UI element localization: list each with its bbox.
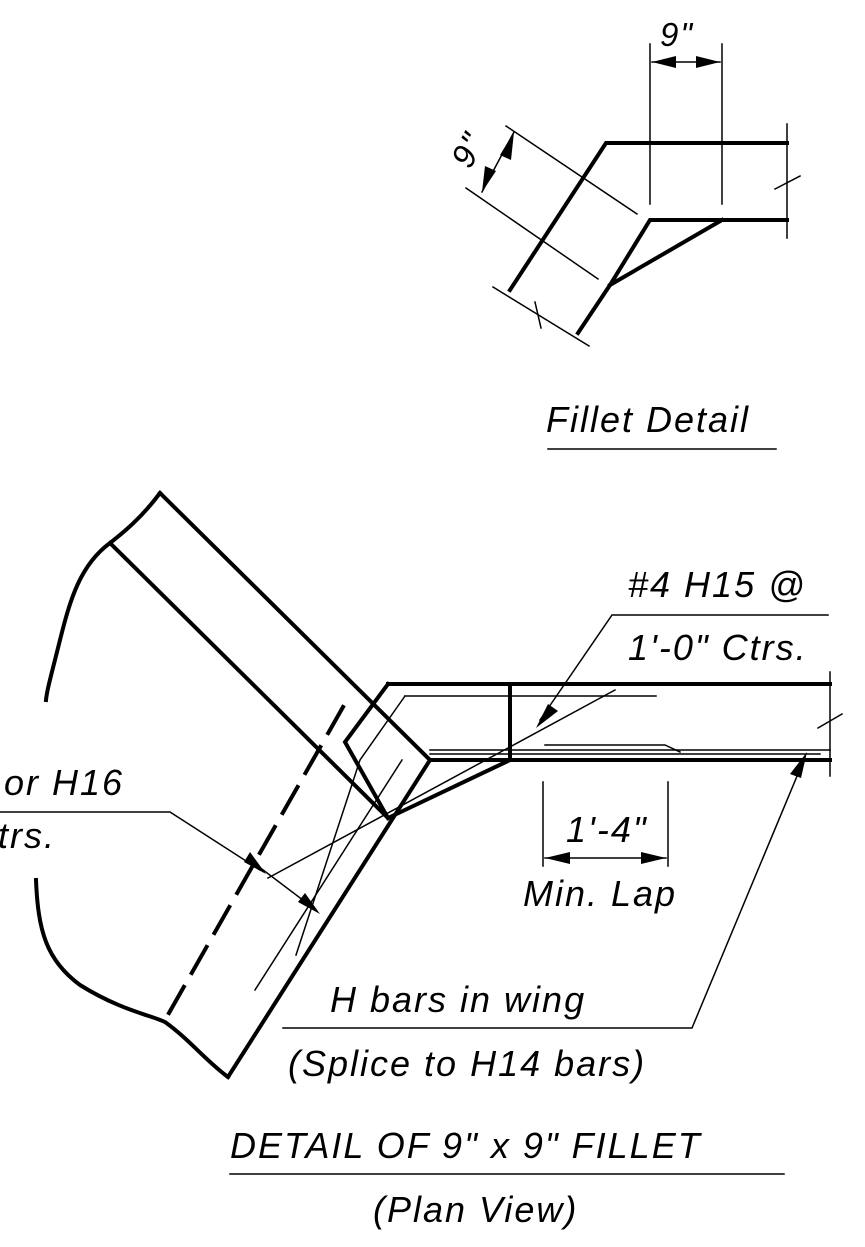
fillet-dim-h-label: 9" — [660, 16, 694, 53]
h15-callout-line1: #4 H15 @ — [628, 564, 807, 605]
wing-bars-leader-arrow — [790, 752, 807, 778]
fillet-dim-h-arrow-right — [696, 56, 720, 68]
h16-leader — [0, 811, 262, 872]
wing-inner-edge — [225, 757, 433, 1080]
rebar-wing-splice — [544, 744, 681, 753]
wing-bars-leader — [282, 756, 806, 1029]
fillet-dim-d-arrow-bottom — [482, 166, 496, 192]
lap-dim-arrow-left — [545, 852, 570, 864]
fillet-haunch — [607, 217, 725, 288]
fillet-dim-d-ext-top — [504, 124, 639, 216]
rebar-fillet-bar — [253, 758, 404, 992]
plan-detail-subtitle: (Plan View) — [373, 1189, 578, 1230]
lap-dim-label: 1'-4" — [566, 809, 648, 850]
wing-label-line1: H bars in wing — [330, 979, 586, 1020]
wing-left-break — [43, 490, 163, 703]
h15-leader — [538, 614, 829, 722]
fillet-break-mark-right — [773, 174, 802, 191]
plan-detail: #4 H15 @ 1'-0" Ctrs. or H16 Ctrs. 1'-4" … — [0, 490, 844, 1230]
wing-outer-edge — [157, 490, 433, 763]
h16-callout-line2: Ctrs. — [0, 815, 56, 856]
fillet-detail-title: Fillet Detail — [546, 399, 750, 440]
wing-face-line — [107, 540, 391, 821]
wing-bottom-break — [33, 877, 231, 1080]
fillet-dim-d-arrow-top — [500, 132, 514, 160]
fillet-dim-d-ext-bottom — [464, 186, 600, 281]
wing-label-line2: (Splice to H14 bars) — [288, 1043, 646, 1084]
h16-callout-line1: or H16 — [4, 762, 124, 803]
fillet-outer-edge — [507, 141, 789, 293]
h15-callout-line2: 1'-0" Ctrs. — [628, 627, 808, 668]
lap-label: Min. Lap — [523, 873, 677, 914]
fillet-break-mark-left — [534, 301, 542, 329]
wall-break-mark — [816, 712, 844, 730]
h15-leader-arrow — [536, 704, 558, 728]
rebar-diagonal-tie — [266, 688, 617, 880]
h16-leader-arrow-2 — [298, 893, 320, 914]
plan-detail-title: DETAIL OF 9" x 9" FILLET — [230, 1125, 703, 1166]
dashed-bar — [162, 704, 346, 1023]
fillet-dim-d-label: 9" — [444, 126, 493, 173]
wall-fillet-haunch — [385, 757, 513, 821]
lap-dim-arrow-right — [641, 852, 666, 864]
fillet-detail: 9" 9" Fillet Detail — [444, 16, 802, 450]
rebar-top-diagonal — [295, 694, 407, 956]
fillet-dim-h-arrow-left — [652, 56, 676, 68]
fillet-inner-edge — [575, 218, 789, 336]
wall-fillet-corner — [342, 681, 391, 821]
fillet-end-line-left — [491, 285, 591, 348]
